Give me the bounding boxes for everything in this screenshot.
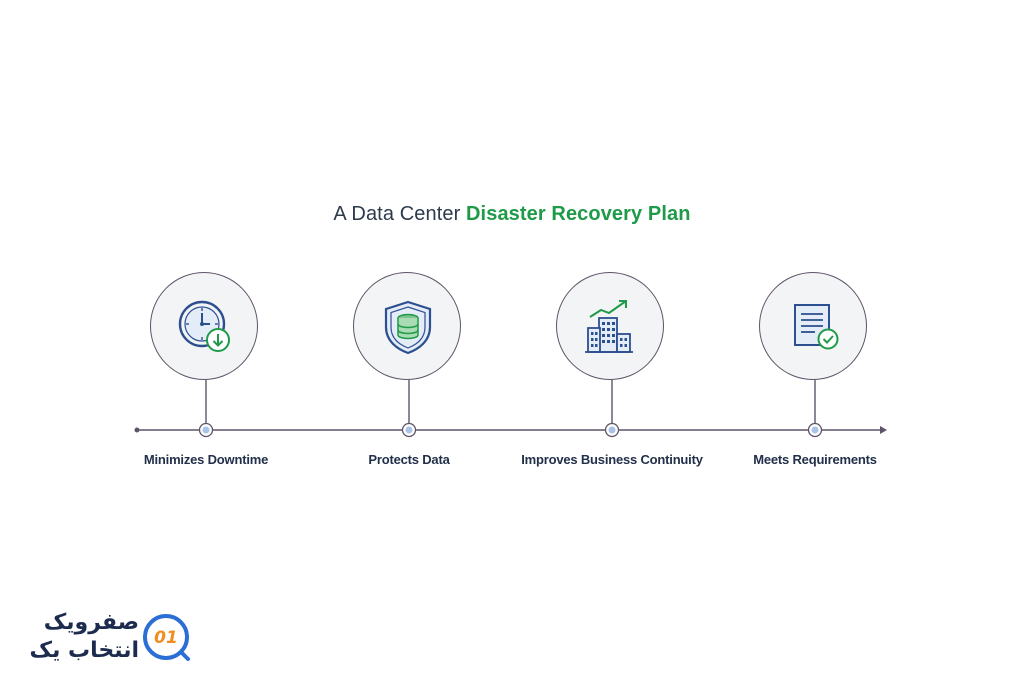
step-2-circle <box>353 272 461 380</box>
clock-download-icon <box>178 300 230 352</box>
timeline-start-dot <box>134 427 140 433</box>
logo-text-line2: انتخاب یک <box>29 638 139 663</box>
title-prefix: A Data Center <box>333 203 467 225</box>
diagram-title: A Data Center Disaster Recovery Plan <box>0 203 1024 226</box>
step-1-circle <box>150 272 258 380</box>
logo-mark-icon: 01 <box>143 614 190 661</box>
brand-logo: صفرویک انتخاب یک 01 <box>26 608 191 668</box>
logo-text-line1: صفرویک <box>43 610 139 635</box>
timeline-node-2 <box>401 422 417 438</box>
document-check-icon <box>794 304 839 350</box>
step-4-label: Meets Requirements <box>753 452 877 467</box>
step-4-circle <box>759 272 867 380</box>
title-highlight: Disaster Recovery Plan <box>466 203 691 225</box>
step-1-label: Minimizes Downtime <box>143 452 269 467</box>
timeline-node-4 <box>807 422 823 438</box>
timeline-node-1 <box>198 422 214 438</box>
logo-mark-text: 01 <box>154 628 178 648</box>
step-2-label: Protects Data <box>368 452 450 467</box>
step-3-label: Improves Business Continuity <box>521 452 703 467</box>
buildings-growth-icon <box>585 300 633 353</box>
shield-database-icon <box>384 300 432 355</box>
timeline-node-3 <box>604 422 620 438</box>
step-3-circle <box>556 272 664 380</box>
timeline-arrowhead <box>880 426 887 434</box>
